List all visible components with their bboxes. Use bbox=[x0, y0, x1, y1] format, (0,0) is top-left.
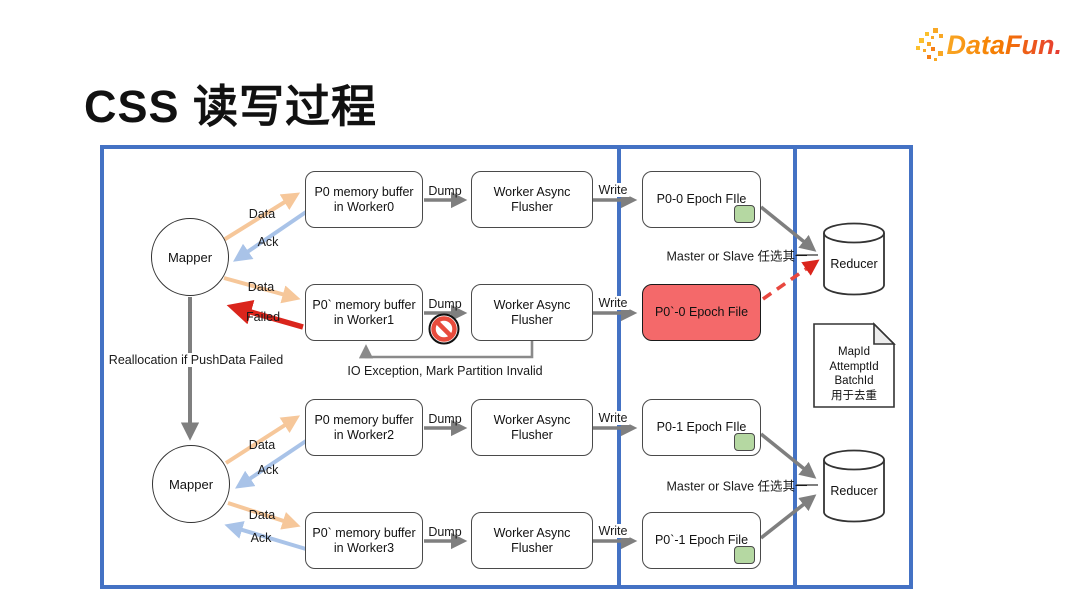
reducer-label-1: Reducer bbox=[830, 257, 878, 271]
page-title: CSS 读写过程 bbox=[84, 81, 378, 132]
prohibition-icon bbox=[428, 313, 460, 345]
edge-label-dump: Dump bbox=[428, 412, 462, 426]
edge-label-failed: Failed bbox=[245, 310, 281, 324]
fetch-arrow-p00-reducer1 bbox=[759, 205, 817, 252]
edge-label-dump: Dump bbox=[428, 525, 462, 539]
mapper-node-1: Mapper bbox=[151, 218, 229, 296]
edge-label-data: Data bbox=[248, 508, 276, 522]
epoch-file-label: P0-0 Epoch FIle bbox=[656, 192, 747, 206]
buffer-label-line1: P0 memory buffer bbox=[314, 184, 414, 199]
datafun-logo-dots-icon bbox=[916, 28, 944, 61]
buffer-node-worker1: P0` memory buffer in Worker1 bbox=[305, 284, 423, 341]
flusher-label: Worker Async Flusher bbox=[493, 412, 571, 442]
flusher-node-2: Worker Async Flusher bbox=[471, 284, 593, 341]
io-exception-elbow-arrow bbox=[358, 341, 534, 359]
buffer-label-line1: P0 memory buffer bbox=[314, 412, 414, 427]
edge-label-dump: Dump bbox=[428, 184, 462, 198]
datafun-logo: DataFun. bbox=[916, 28, 1062, 62]
buffer-node-worker2: P0 memory buffer in Worker2 bbox=[305, 399, 423, 456]
flusher-node-3: Worker Async Flusher bbox=[471, 399, 593, 456]
edge-label-write: Write bbox=[596, 411, 630, 425]
edge-label-data: Data bbox=[248, 207, 276, 221]
mapper-node-2: Mapper bbox=[152, 445, 230, 523]
reducer-label-2: Reducer bbox=[830, 484, 878, 498]
dedup-line-batchid: BatchId bbox=[834, 375, 874, 387]
ack-arrow-worker2 bbox=[235, 439, 308, 489]
epoch-commit-badge bbox=[734, 205, 755, 223]
edge-label-write: Write bbox=[596, 296, 630, 310]
buffer-label-line1: P0` memory buffer bbox=[312, 297, 416, 312]
data-arrow-worker2 bbox=[224, 415, 301, 465]
section-divider-epoch bbox=[617, 145, 621, 589]
flusher-node-1: Worker Async Flusher bbox=[471, 171, 593, 228]
edge-label-write: Write bbox=[596, 524, 630, 538]
ack-arrow-worker3 bbox=[224, 521, 307, 551]
epoch-file-node-p00: P0-0 Epoch FIle bbox=[642, 171, 761, 228]
edge-label-write: Write bbox=[596, 183, 630, 197]
data-arrow-worker1 bbox=[223, 276, 301, 304]
buffer-node-worker0: P0 memory buffer in Worker0 bbox=[305, 171, 423, 228]
annotation-reallocation: Reallocation if PushData Failed bbox=[106, 353, 286, 367]
buffer-label-line2: in Worker2 bbox=[333, 427, 395, 442]
epoch-file-node-p01: P0-1 Epoch FIle bbox=[642, 399, 761, 456]
diagram-frame bbox=[100, 145, 913, 589]
edge-label-data: Data bbox=[248, 438, 276, 452]
reducer-cylinder-2 bbox=[823, 449, 885, 523]
edge-label-ack: Ack bbox=[257, 463, 279, 477]
ack-arrow-worker0 bbox=[233, 210, 308, 262]
dedup-line-dedup: 用于去重 bbox=[831, 389, 877, 402]
fetch-arrow-p0b1-reducer2 bbox=[759, 494, 817, 540]
epoch-file-node-p0b0-invalid: P0`-0 Epoch File bbox=[642, 284, 761, 341]
annotation-master-or-slave-2: Master or Slave 任选其一 bbox=[666, 479, 808, 494]
epoch-file-label: P0-1 Epoch FIle bbox=[656, 420, 747, 434]
mapper-label: Mapper bbox=[168, 476, 214, 492]
flusher-label: Worker Async Flusher bbox=[493, 297, 571, 327]
section-divider-reducer bbox=[793, 145, 797, 589]
dedup-line-mapid: MapId bbox=[838, 346, 870, 358]
buffer-label-line1: P0` memory buffer bbox=[312, 525, 416, 540]
fetch-arrow-p01-reducer2 bbox=[759, 432, 817, 479]
dedup-line-attemptid: AttemptId bbox=[829, 360, 879, 373]
failed-arrow bbox=[226, 299, 304, 330]
annotation-master-or-slave-1: Master or Slave 任选其一 bbox=[666, 249, 808, 264]
reducer-cylinder-1 bbox=[823, 222, 885, 296]
buffer-label-line2: in Worker1 bbox=[333, 312, 395, 327]
data-arrow-worker0 bbox=[220, 192, 301, 243]
data-arrow-worker3 bbox=[227, 501, 301, 530]
mapper-label: Mapper bbox=[167, 249, 213, 265]
epoch-file-label: P0`-1 Epoch File bbox=[654, 533, 749, 547]
flusher-label: Worker Async Flusher bbox=[493, 184, 571, 214]
edge-label-ack: Ack bbox=[257, 235, 279, 249]
dedup-note-shape bbox=[813, 322, 896, 408]
edge-label-ack: Ack bbox=[250, 531, 272, 545]
flusher-node-4: Worker Async Flusher bbox=[471, 512, 593, 569]
epoch-commit-badge bbox=[734, 546, 755, 564]
annotation-io-exception: IO Exception, Mark Partition Invalid bbox=[347, 364, 543, 378]
buffer-label-line2: in Worker3 bbox=[333, 540, 395, 555]
fetch-arrow-dashed-invalid-reducer1 bbox=[761, 259, 820, 301]
epoch-commit-badge bbox=[734, 433, 755, 451]
buffer-node-worker3: P0` memory buffer in Worker3 bbox=[305, 512, 423, 569]
epoch-file-node-p0b1: P0`-1 Epoch File bbox=[642, 512, 761, 569]
edge-label-dump: Dump bbox=[428, 297, 462, 311]
datafun-logo-text: DataFun. bbox=[946, 29, 1062, 60]
flusher-label: Worker Async Flusher bbox=[493, 525, 571, 555]
buffer-label-line2: in Worker0 bbox=[333, 199, 395, 214]
dedup-note-text: MapId AttemptId BatchId 用于去重 bbox=[813, 345, 895, 403]
edge-label-data: Data bbox=[247, 280, 275, 294]
epoch-file-label: P0`-0 Epoch File bbox=[654, 305, 749, 319]
